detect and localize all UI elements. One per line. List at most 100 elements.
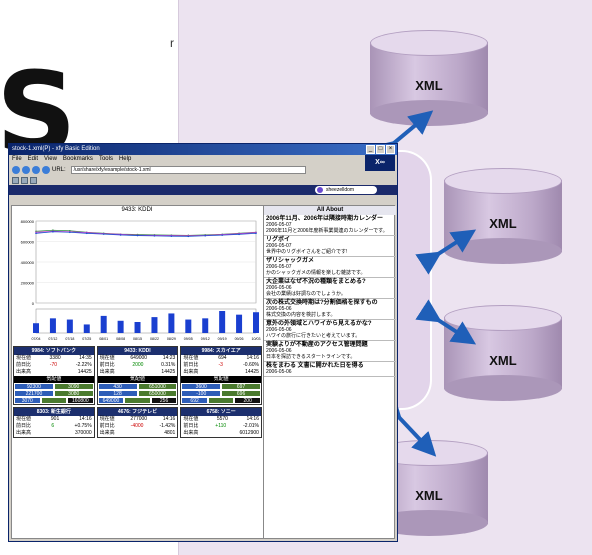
series-line: [35, 230, 257, 237]
news-title[interactable]: リグボイ: [266, 237, 291, 243]
navigation-bar: URL: /usr/share/xfy/example/stock-1.xml: [9, 164, 397, 175]
user-selector[interactable]: sheezelldom: [315, 186, 377, 194]
new-doc-icon[interactable]: [12, 176, 19, 184]
stock-row: 前日比-70-2.22%: [16, 362, 92, 368]
news-date: 2006-05-06: [266, 348, 292, 354]
news-date: 2006-05-07: [266, 222, 292, 228]
browser-window: stock-1.xml(P) - xfy Basic Edition _ □ ×…: [8, 143, 398, 542]
user-strip: sheezelldom: [9, 185, 397, 195]
x-tick-label: 07/25: [82, 337, 91, 341]
print-icon[interactable]: [30, 176, 37, 184]
url-input[interactable]: /usr/share/xfy/example/stock-1.xml: [70, 165, 306, 174]
slide-text-fragment: r: [170, 36, 174, 50]
news-title[interactable]: 大企業はなぜ不況の種類をまとめる?: [266, 279, 366, 285]
series-line: [35, 231, 257, 237]
news-body: 日本を探訪できるスタートラインです。: [266, 354, 356, 360]
x-tick-label: 10/03: [252, 337, 261, 341]
data-point: [204, 234, 207, 237]
volume-bar: [49, 318, 56, 333]
stock-row: 前日比-3-0.60%: [183, 362, 259, 368]
data-point: [238, 233, 240, 236]
volume-bar: [151, 317, 158, 333]
volume-bar: [100, 315, 107, 333]
x-tick-label: 07/12: [48, 337, 57, 341]
forward-icon[interactable]: [22, 165, 30, 174]
x-tick-label: 08/22: [150, 337, 159, 341]
y-tick-label: 800000: [21, 219, 35, 224]
menu-help[interactable]: Help: [118, 156, 132, 162]
news-title[interactable]: 実験よりが不動産のアクセス管理問題: [266, 342, 368, 348]
news-body: 株式交換の内容を検討します。: [266, 312, 336, 318]
data-point: [85, 232, 88, 235]
data-point: [170, 235, 173, 237]
news-title[interactable]: 意外の外領域とハワイから見えるかな?: [266, 321, 372, 327]
x-tick-label: 08/29: [167, 337, 176, 341]
menu-bookmarks[interactable]: Bookmarks: [62, 156, 93, 162]
save-icon[interactable]: [21, 176, 28, 184]
stock-row: 前日比+110-2.01%: [183, 423, 259, 429]
menu-file[interactable]: File: [12, 156, 22, 162]
xml-database-1: XML: [370, 30, 488, 126]
x-tick-label: 07/04: [32, 337, 41, 341]
menu-tools[interactable]: Tools: [98, 156, 113, 162]
menu-view[interactable]: View: [44, 156, 57, 162]
news-body: 2006年11月と2006年度新事業関連のカレンダーです。: [266, 228, 388, 234]
news-header: All About: [264, 206, 396, 215]
data-point: [52, 230, 54, 233]
data-point: [187, 235, 190, 238]
window-title: stock-1.xml(P) - xfy Basic Edition: [12, 146, 100, 152]
volume-bar: [134, 322, 141, 333]
chart-title: 9433: KDDI: [121, 207, 153, 213]
minimize-button[interactable]: _: [366, 145, 375, 154]
reload-icon[interactable]: [32, 165, 40, 174]
stock-card-title: 9984: スカイエア: [181, 347, 261, 355]
volume-bar: [33, 323, 39, 333]
volume-bar: [202, 318, 209, 333]
back-icon[interactable]: [12, 165, 20, 174]
stock-card-title: 6758: ソニー: [181, 408, 261, 416]
data-point: [221, 234, 223, 236]
news-title[interactable]: 次の株式交換時期は?分割価格を探すもの: [266, 300, 378, 306]
menu-bar: File Edit View Bookmarks Tools Help X∞: [9, 155, 397, 171]
news-title[interactable]: 2006年11月、2006年は隣接時期カレンダー: [266, 216, 384, 222]
menu-edit[interactable]: Edit: [27, 156, 39, 162]
home-icon[interactable]: [42, 165, 50, 174]
url-label: URL:: [52, 166, 66, 173]
arrow-db2: [415, 229, 477, 275]
maximize-button[interactable]: □: [376, 145, 385, 154]
news-title[interactable]: ザリシャックガメ: [266, 258, 315, 264]
stock-card-title: 4676: フジテレビ: [97, 408, 178, 416]
xml-label: XML: [415, 488, 443, 503]
news-title[interactable]: 株をまわる 文書に開かれた日を得る: [266, 363, 364, 369]
close-button[interactable]: ×: [386, 145, 395, 154]
data-point: [69, 231, 71, 234]
